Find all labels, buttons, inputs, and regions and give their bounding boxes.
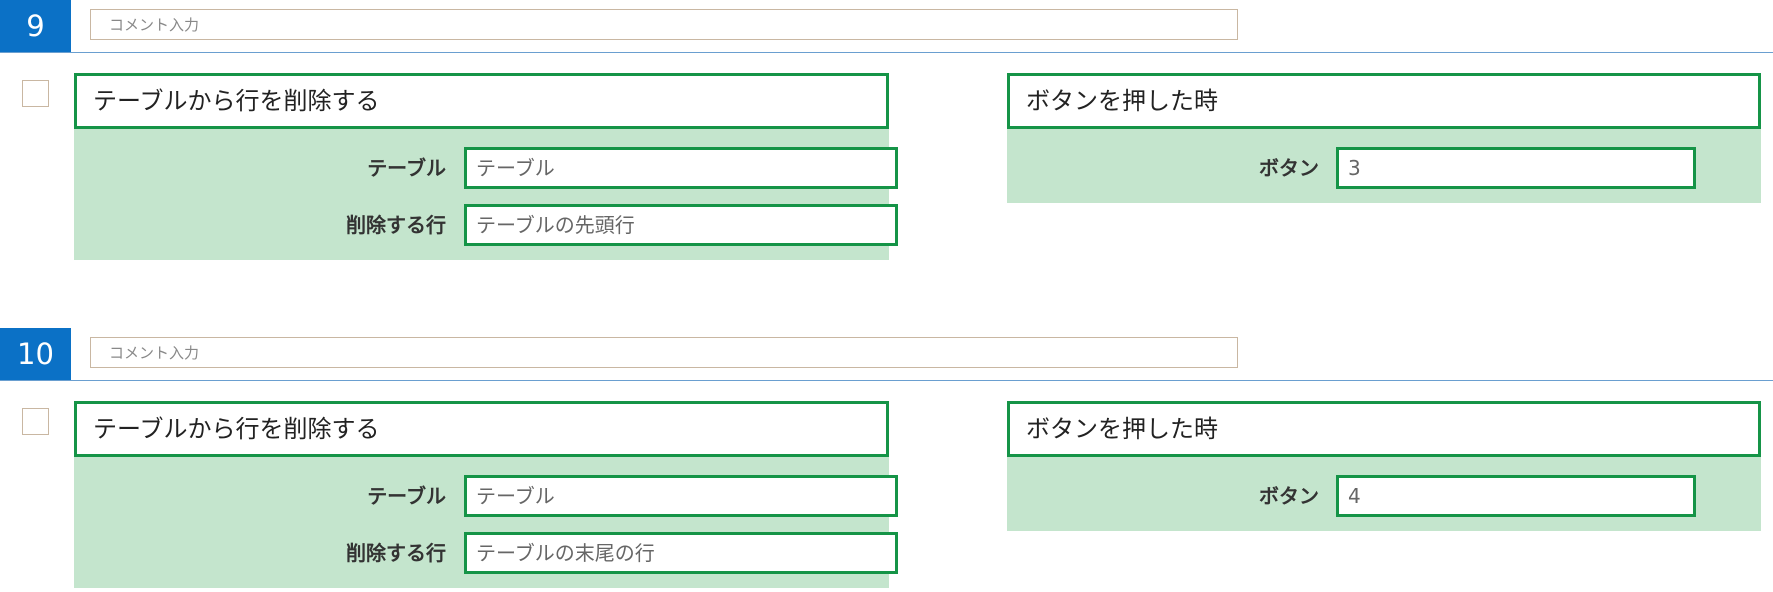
- step-9: 9 テーブルから行を削除する テーブル テーブル 削除する行 テーブルの先頭行 …: [0, 0, 1773, 263]
- delete-row-field[interactable]: テーブルの先頭行: [464, 204, 898, 246]
- param-label: 削除する行: [346, 213, 446, 237]
- step-number: 10: [0, 328, 71, 380]
- step-header: 10: [0, 328, 1773, 381]
- step-checkbox[interactable]: [22, 80, 49, 107]
- step-header: 9: [0, 0, 1773, 53]
- comment-input[interactable]: [90, 9, 1238, 40]
- table-field[interactable]: テーブル: [464, 475, 898, 517]
- delete-row-field[interactable]: テーブルの末尾の行: [464, 532, 898, 574]
- action-title[interactable]: テーブルから行を削除する: [74, 73, 889, 129]
- step-checkbox[interactable]: [22, 408, 49, 435]
- button-field[interactable]: 4: [1336, 475, 1696, 517]
- trigger-block[interactable]: ボタンを押した時 ボタン 4: [1007, 401, 1761, 531]
- trigger-block[interactable]: ボタンを押した時 ボタン 3: [1007, 73, 1761, 203]
- comment-input[interactable]: [90, 337, 1238, 368]
- step-number: 9: [0, 0, 71, 52]
- param-row-button: ボタン 3: [1007, 147, 1761, 189]
- trigger-title[interactable]: ボタンを押した時: [1007, 401, 1761, 457]
- button-field[interactable]: 3: [1336, 147, 1696, 189]
- action-block[interactable]: テーブルから行を削除する テーブル テーブル 削除する行 テーブルの末尾の行: [74, 401, 898, 588]
- param-label: 削除する行: [346, 541, 446, 565]
- param-label: ボタン: [1259, 484, 1319, 508]
- param-row-table: テーブル テーブル: [74, 475, 898, 517]
- param-label: テーブル: [367, 156, 446, 180]
- param-row-delete-row: 削除する行 テーブルの先頭行: [74, 204, 898, 246]
- param-row-table: テーブル テーブル: [74, 147, 898, 189]
- step-10: 10 テーブルから行を削除する テーブル テーブル 削除する行 テーブルの末尾の…: [0, 328, 1773, 591]
- param-row-button: ボタン 4: [1007, 475, 1761, 517]
- trigger-title[interactable]: ボタンを押した時: [1007, 73, 1761, 129]
- param-label: ボタン: [1259, 156, 1319, 180]
- action-title[interactable]: テーブルから行を削除する: [74, 401, 889, 457]
- param-row-delete-row: 削除する行 テーブルの末尾の行: [74, 532, 898, 574]
- table-field[interactable]: テーブル: [464, 147, 898, 189]
- param-label: テーブル: [367, 484, 446, 508]
- action-block[interactable]: テーブルから行を削除する テーブル テーブル 削除する行 テーブルの先頭行: [74, 73, 898, 260]
